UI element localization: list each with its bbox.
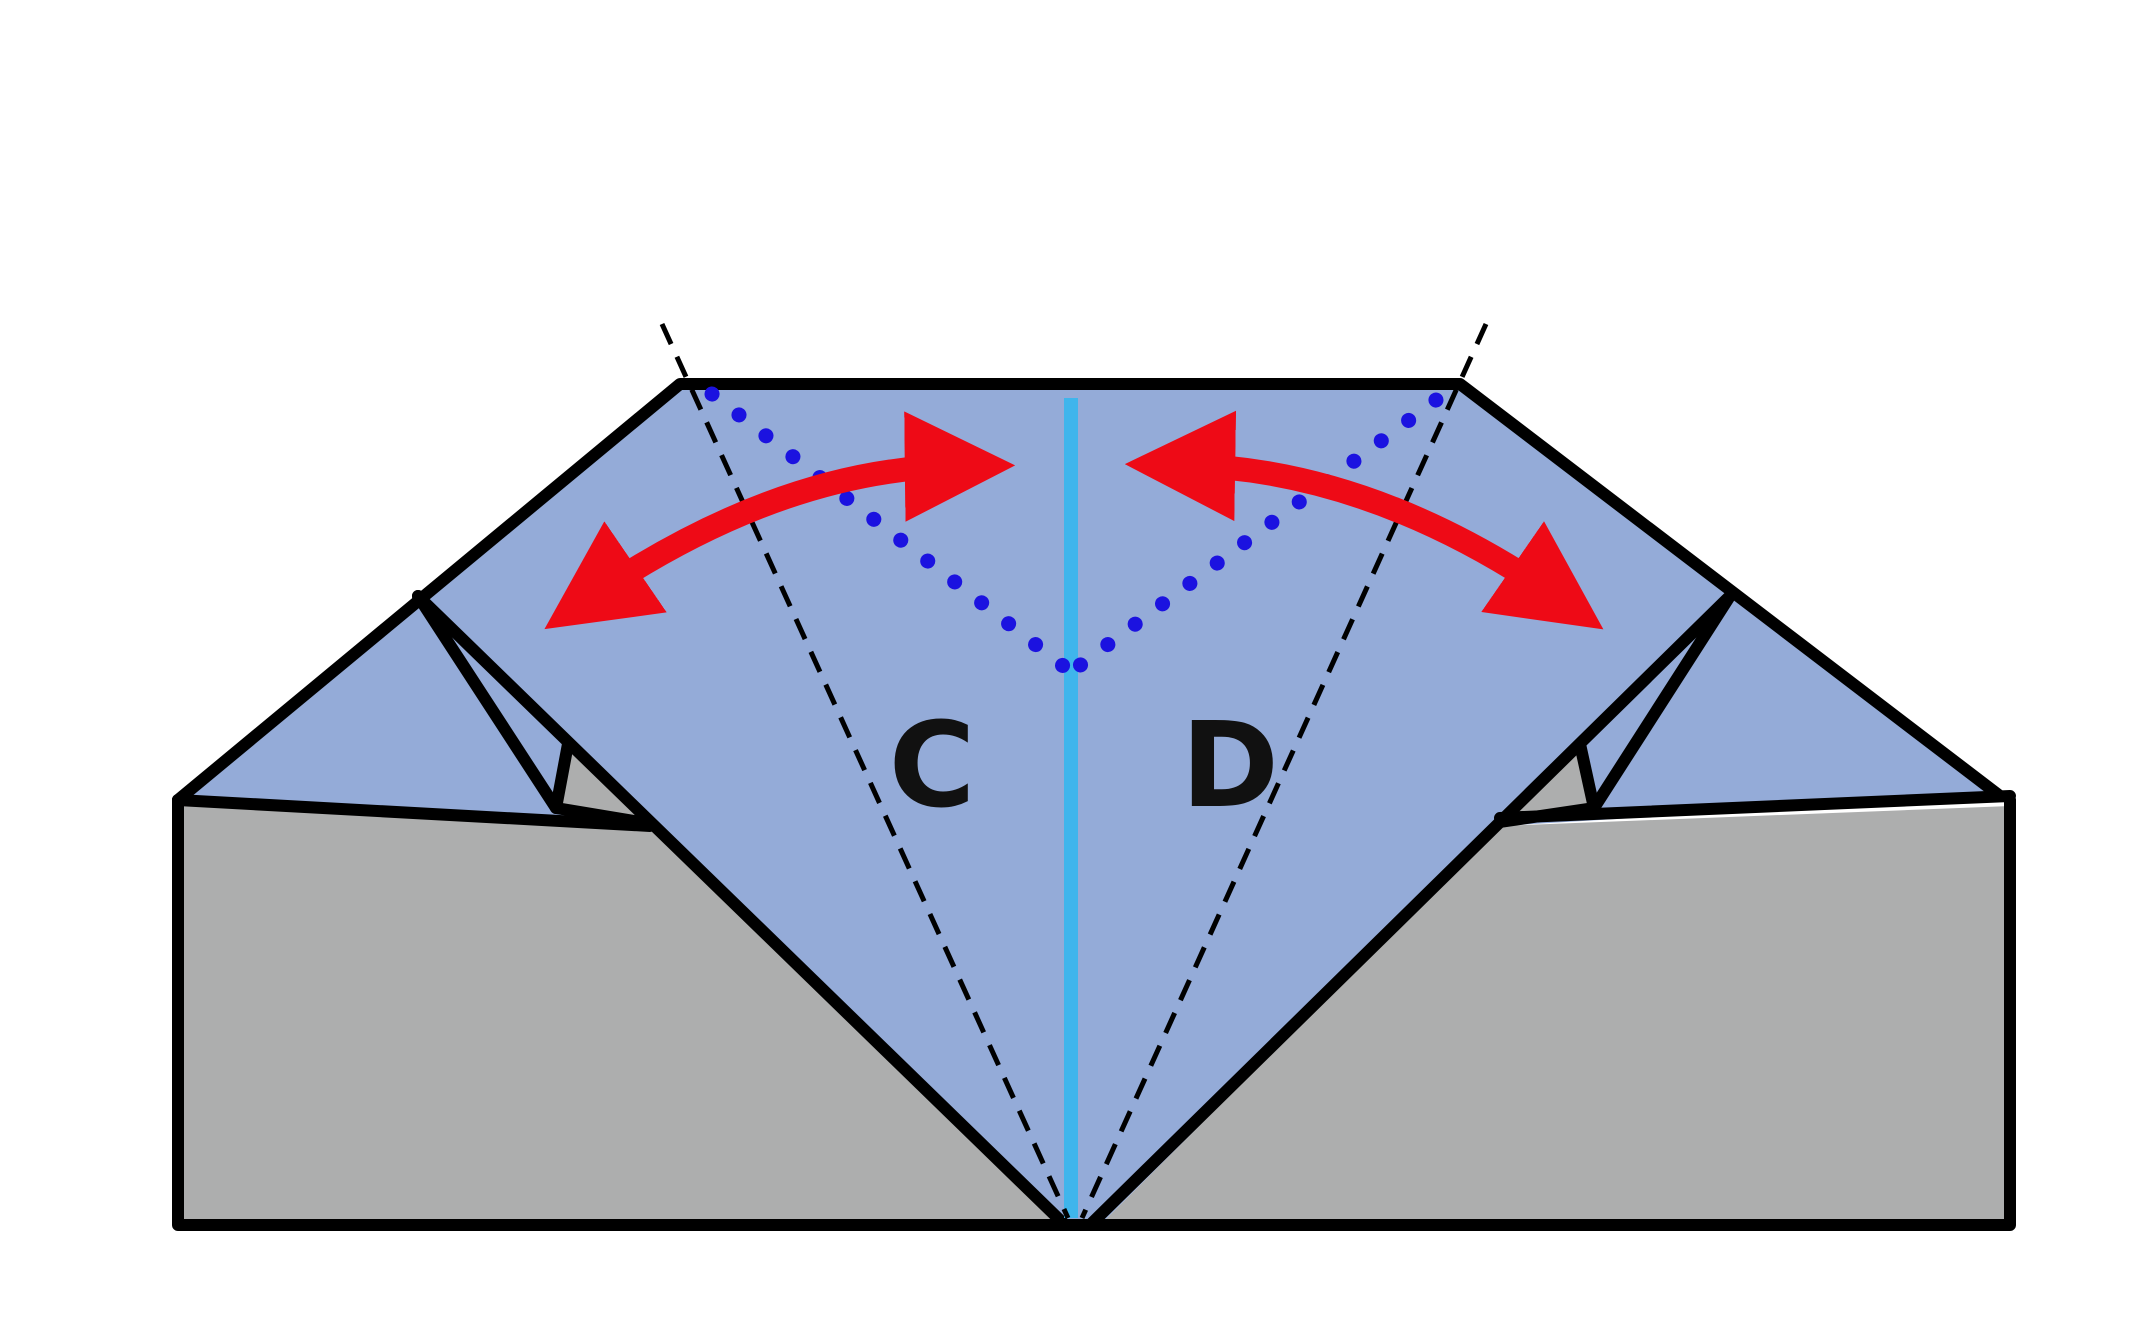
right-diagonal-edge <box>1084 590 1736 1231</box>
left-small-gray-triangle <box>552 744 640 820</box>
paper-back-base-right <box>1100 806 2010 1225</box>
paper-back-base <box>178 800 1065 1225</box>
left-corner-notch <box>550 738 574 814</box>
left-diagonal-edge <box>412 590 1071 1231</box>
left-curved-double-arrow <box>544 411 1016 630</box>
left-flap-bottom-edge <box>172 794 656 832</box>
right-corner-notch <box>1574 738 1600 814</box>
left-flap-label: C <box>889 696 976 834</box>
right-flap-label: D <box>1181 696 1279 834</box>
right-curved-double-arrow <box>1124 410 1604 630</box>
